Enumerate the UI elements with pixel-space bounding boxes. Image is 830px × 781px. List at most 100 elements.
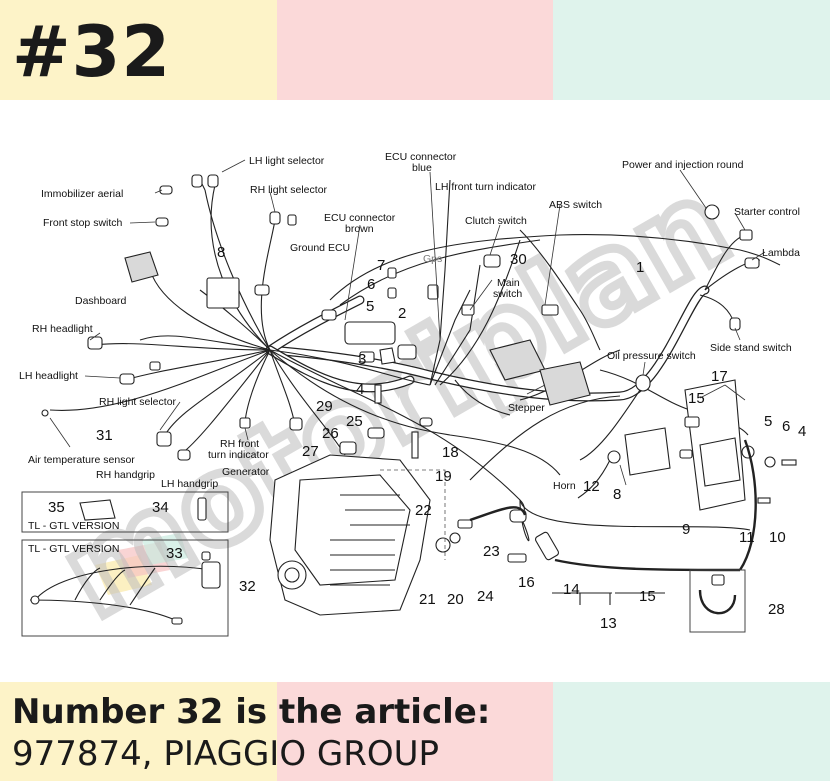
- ref-17: 17: [711, 368, 728, 385]
- part-4: [374, 384, 382, 404]
- part-15-lower: [679, 449, 693, 459]
- ref-20: 20: [447, 591, 464, 608]
- part-5: [387, 287, 397, 299]
- ground-ecu-connector: [321, 309, 337, 321]
- ref-15-lower: 15: [639, 588, 656, 605]
- part-15-upper: [684, 416, 700, 428]
- ref-18: 18: [442, 444, 459, 461]
- immobilizer-aerial-connector: [159, 185, 173, 195]
- label-ecu-connector-blue-1: ECU connector: [385, 151, 457, 163]
- ref-16: 16: [518, 574, 535, 591]
- label-power-injection-round: Power and injection round: [622, 159, 744, 171]
- ref-3: 3: [358, 351, 366, 368]
- label-clutch-switch: Clutch switch: [465, 215, 527, 227]
- footer-band-yellow: [0, 682, 277, 781]
- ref-1: 1: [636, 259, 644, 276]
- ecu-box: [206, 277, 240, 309]
- connector-small-a: [149, 361, 161, 371]
- ecu-connector-blue: [397, 344, 417, 360]
- label-main-switch-2: switch: [493, 288, 522, 300]
- label-oil-pressure-switch: Oil pressure switch: [607, 350, 696, 362]
- part-25: [367, 427, 385, 439]
- label-abs-switch: ABS switch: [549, 199, 602, 211]
- clutch-switch-connector: [541, 304, 559, 316]
- label-horn: Horn: [553, 480, 576, 492]
- label-lh-headlight: LH headlight: [19, 370, 78, 382]
- ref-29: 29: [316, 398, 333, 415]
- dashboard-part: [124, 251, 159, 283]
- label-lh-front-turn-indicator: LH front turn indicator: [435, 181, 536, 193]
- components: [41, 174, 797, 563]
- lambda-connector: [744, 257, 760, 269]
- label-ecu-connector-blue-2: blue: [412, 162, 432, 174]
- gps-connector: [427, 284, 439, 300]
- label-rh-headlight: RH headlight: [32, 323, 93, 335]
- starter-control-connector: [739, 229, 753, 241]
- ref-28: 28: [768, 601, 785, 618]
- clamp-box-28: [689, 569, 746, 633]
- part-30-connector: [483, 254, 501, 268]
- part-19: [411, 431, 419, 459]
- header-band-pink: [277, 0, 553, 100]
- label-ecu-connector-brown-2: brown: [345, 223, 374, 235]
- branch-wires: [49, 179, 781, 542]
- label-gps: Gps: [423, 253, 442, 265]
- ref-11: 11: [739, 529, 755, 546]
- rh-light-selector-connector-b: [287, 214, 297, 226]
- power-injection-round-terminal: [704, 204, 720, 220]
- ref-4: 4: [356, 381, 364, 398]
- rh-light-selector-lower-connector: [156, 431, 172, 447]
- label-rh-light-selector-bottom: RH light selector: [99, 396, 177, 408]
- ref-8-right: 8: [613, 486, 621, 503]
- lh-light-selector-connector-b: [207, 174, 219, 188]
- ref-19: 19: [435, 468, 452, 485]
- label-rh-front-turn-indicator-2: turn indicator: [208, 449, 269, 461]
- ref-24: 24: [477, 588, 494, 605]
- ref-8: 8: [217, 244, 225, 261]
- ref-23: 23: [483, 543, 500, 560]
- ecu-connector-brown: [344, 321, 396, 345]
- ref-4-right: 4: [798, 423, 806, 440]
- ref-34: 34: [152, 499, 169, 516]
- ref-35: 35: [48, 499, 65, 516]
- part-23-connector: [509, 509, 527, 523]
- main-switch-connector: [461, 304, 475, 316]
- label-lh-light-selector: LH light selector: [249, 155, 325, 167]
- ref-12: 12: [583, 478, 600, 495]
- part-14-spark-cap: [534, 531, 560, 561]
- footer-band: [0, 682, 830, 781]
- rh-handgrip-connector: [177, 449, 191, 461]
- label-generator: Generator: [222, 466, 270, 478]
- article-caption-line-1: Number 32 is the article:: [12, 692, 491, 732]
- ref-33: 33: [166, 545, 183, 562]
- generator-connector: [289, 417, 303, 431]
- part-16-plug: [507, 553, 527, 563]
- ref-6: 6: [367, 276, 375, 293]
- label-ecu-connector-brown-1: ECU connector: [324, 212, 396, 224]
- ref-6-right: 6: [782, 418, 790, 435]
- ref-32: 32: [239, 578, 256, 595]
- part-number-title: #32: [12, 11, 172, 93]
- ecu-connector-small: [254, 284, 270, 296]
- part-3: [379, 347, 396, 365]
- label-lambda: Lambda: [762, 247, 800, 259]
- header-band-yellow: [0, 0, 277, 100]
- label-ground-ecu: Ground ECU: [290, 242, 350, 254]
- ref-9: 9: [682, 521, 690, 538]
- ref-26: 26: [322, 425, 339, 442]
- part-10: [757, 497, 771, 504]
- label-air-temperature-sensor: Air temperature sensor: [28, 454, 135, 466]
- diagram-labels: LH light selector Immobilizer aerial RH …: [19, 151, 800, 555]
- part-12-horn: [607, 450, 621, 464]
- reference-numbers: 1 2 3 4 4 5 5 6 6 7 8 8 9 10 11 12 13 14…: [48, 244, 806, 632]
- part-4-right: [781, 459, 797, 466]
- label-main-switch-1: Main: [497, 277, 520, 289]
- ref-5: 5: [366, 298, 374, 315]
- part-6-right: [764, 456, 776, 468]
- footer-band-pink: [277, 682, 553, 781]
- oil-pressure-switch: [635, 374, 651, 392]
- part-24: [457, 519, 473, 529]
- ref-10: 10: [769, 529, 786, 546]
- leader-lines: [49, 159, 766, 486]
- part-26: [339, 441, 357, 455]
